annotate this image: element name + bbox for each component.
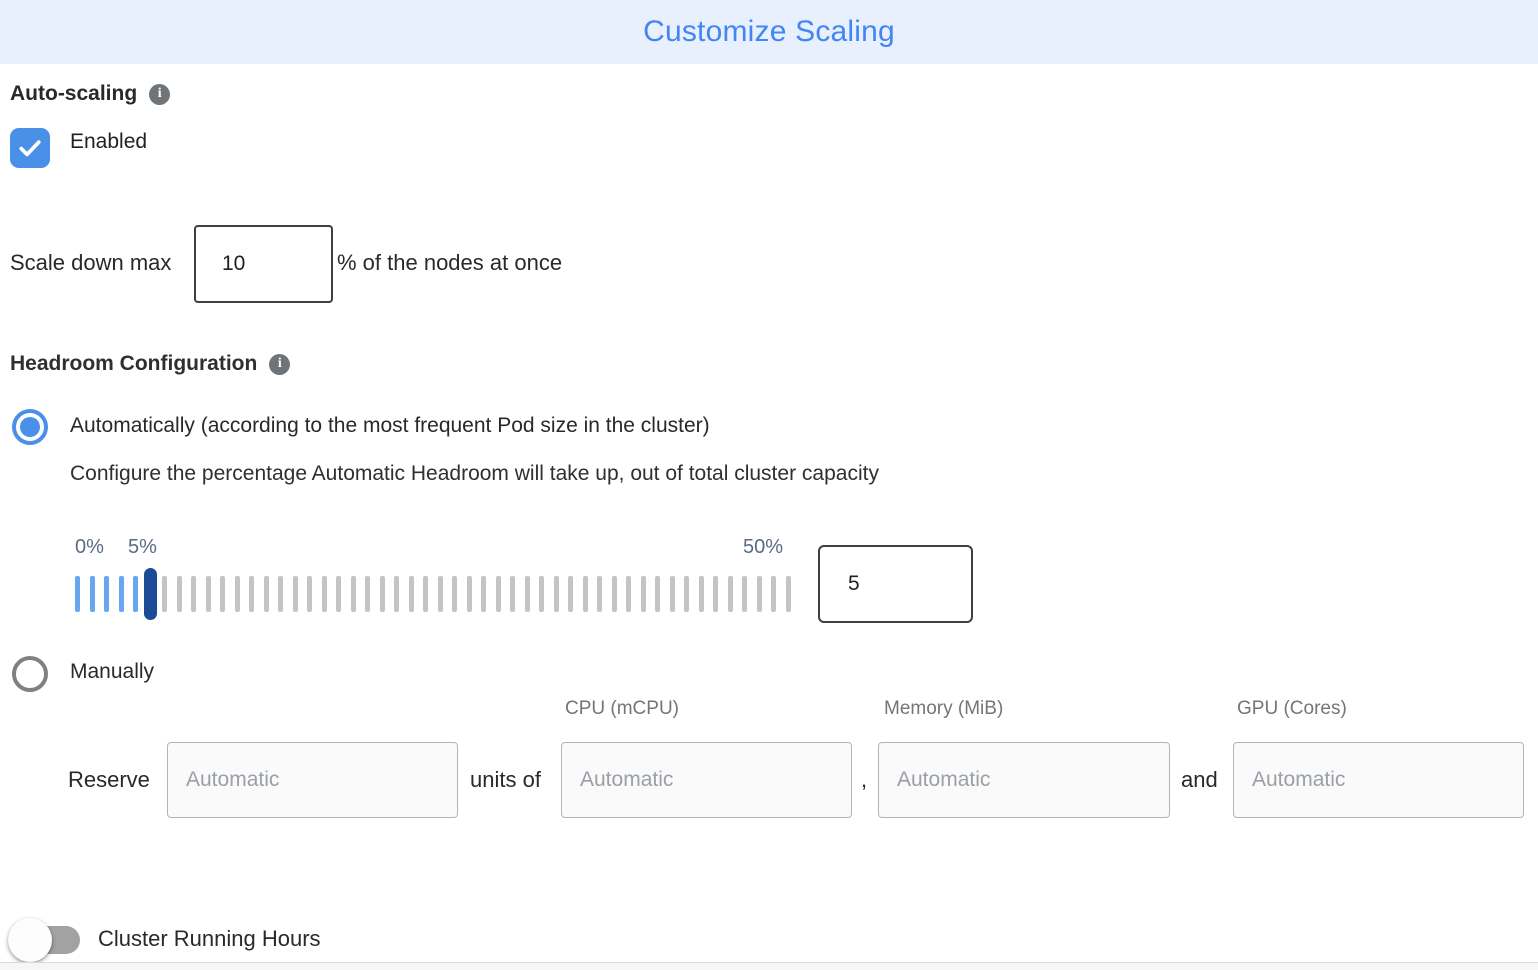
info-icon[interactable]: i	[149, 83, 171, 105]
headroom-manual-option-label: Manually	[70, 660, 155, 683]
header-bar: Customize Scaling	[0, 0, 1538, 64]
slider-tick	[104, 576, 109, 612]
gpu-column-header: GPU (Cores)	[1237, 698, 1347, 719]
slider-tick	[220, 576, 225, 612]
slider-track[interactable]	[75, 568, 805, 620]
slider-tick	[408, 576, 414, 612]
scale-down-max-label: Scale down max	[10, 250, 172, 275]
reserve-gpu-input[interactable]	[1233, 742, 1524, 818]
slider-tick	[75, 576, 80, 612]
slider-tick	[249, 576, 254, 612]
slider-tick	[611, 576, 617, 612]
reserve-units-input[interactable]	[167, 742, 458, 818]
radio-dot	[20, 417, 40, 437]
checkmark-icon	[16, 134, 44, 162]
slider-handle[interactable]	[143, 568, 157, 620]
slider-tick	[785, 576, 791, 612]
auto-scaling-enabled-checkbox[interactable]	[10, 128, 50, 168]
reserve-memory-input[interactable]	[878, 742, 1170, 818]
headroom-automatic-radio[interactable]	[12, 409, 48, 445]
slider-tick	[582, 576, 588, 612]
reserve-label: Reserve	[68, 767, 150, 792]
auto-scaling-label: Auto-scaling	[10, 82, 138, 105]
slider-tick	[568, 576, 573, 612]
info-icon[interactable]: i	[269, 353, 291, 375]
slider-tick	[278, 576, 283, 612]
headroom-automatic-option-label: Automatically (according to the most fre…	[70, 414, 710, 437]
slider-tick	[133, 576, 138, 612]
slider-tick	[205, 576, 211, 612]
headroom-manual-radio[interactable]	[12, 656, 48, 692]
slider-tick	[481, 576, 486, 612]
slider-tick	[292, 576, 298, 612]
slider-tick	[234, 576, 240, 612]
slider-tick	[524, 576, 530, 612]
slider-tick	[539, 576, 544, 612]
headroom-percentage-input[interactable]	[818, 545, 973, 623]
slider-tick	[597, 576, 602, 612]
slider-tick	[669, 576, 675, 612]
slider-tick	[640, 576, 646, 612]
slider-tick	[176, 576, 182, 612]
slider-current-label: 5%	[128, 536, 157, 558]
scale-down-max-suffix: % of the nodes at once	[337, 250, 563, 275]
cpu-column-header: CPU (mCPU)	[565, 698, 679, 719]
slider-min-label: 0%	[75, 536, 104, 558]
slider-tick	[118, 576, 124, 612]
and-label: and	[1181, 767, 1218, 792]
slider-tick	[626, 576, 631, 612]
slider-tick	[553, 576, 559, 612]
slider-tick	[321, 576, 327, 612]
slider-tick	[437, 576, 443, 612]
slider-tick	[452, 576, 457, 612]
slider-tick	[727, 576, 733, 612]
slider-tick	[495, 576, 501, 612]
slider-tick	[466, 576, 472, 612]
scale-down-max-input[interactable]	[194, 225, 333, 303]
footer-strip	[0, 963, 1538, 970]
headroom-percentage-slider[interactable]: 0% 5% 50%	[75, 536, 835, 620]
slider-tick	[771, 576, 776, 612]
slider-tick	[263, 576, 269, 612]
slider-tick	[713, 576, 718, 612]
slider-tick	[394, 576, 399, 612]
slider-tick	[684, 576, 689, 612]
slider-tick	[698, 576, 704, 612]
slider-tick	[336, 576, 341, 612]
slider-tick	[379, 576, 385, 612]
memory-column-header: Memory (MiB)	[884, 698, 1004, 719]
cluster-running-hours-toggle[interactable]	[8, 914, 84, 966]
slider-tick	[742, 576, 747, 612]
slider-tick	[191, 576, 196, 612]
slider-tick	[162, 576, 167, 612]
slider-tick	[756, 576, 762, 612]
auto-scaling-section-header: Auto-scaling i	[10, 82, 171, 106]
headroom-configuration-label: Headroom Configuration	[10, 352, 258, 375]
slider-tick	[365, 576, 370, 612]
comma-separator: ,	[861, 767, 868, 792]
headroom-automatic-description: Configure the percentage Automatic Headr…	[70, 462, 879, 485]
slider-tick	[655, 576, 660, 612]
slider-tick	[307, 576, 312, 612]
slider-tick	[350, 576, 356, 612]
page-title: Customize Scaling	[643, 15, 895, 48]
toggle-knob	[8, 918, 52, 962]
headroom-section-header: Headroom Configuration i	[10, 352, 291, 376]
cluster-running-hours-label: Cluster Running Hours	[98, 926, 321, 951]
slider-tick	[89, 576, 95, 612]
slider-max-label: 50%	[743, 536, 784, 558]
footer-divider	[0, 962, 1538, 963]
reserve-cpu-input[interactable]	[561, 742, 852, 818]
slider-tick	[423, 576, 428, 612]
enabled-label: Enabled	[70, 130, 148, 153]
slider-tick	[510, 576, 515, 612]
units-of-label: units of	[470, 767, 541, 792]
